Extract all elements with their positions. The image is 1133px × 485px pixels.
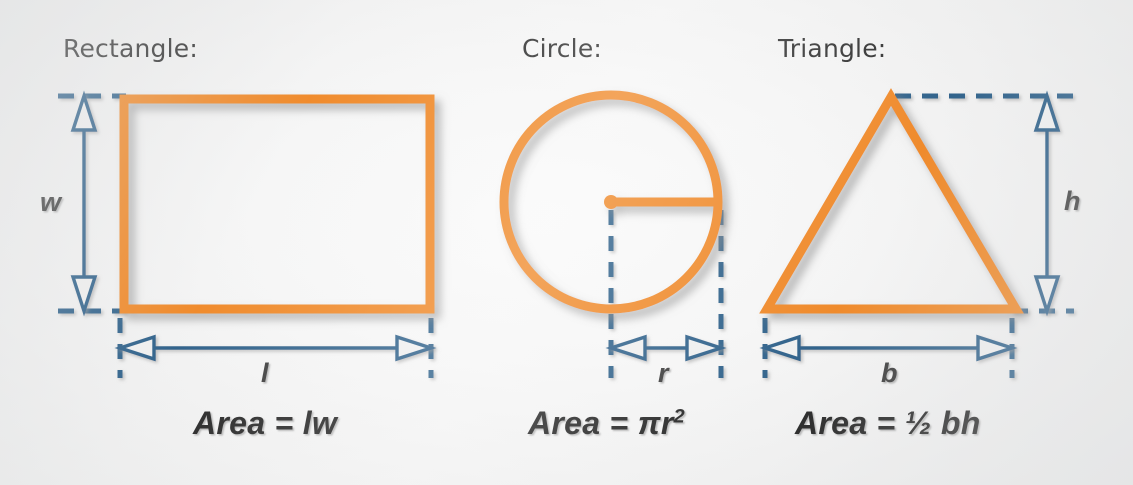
triangle-height-arrow	[1033, 90, 1061, 317]
b-arrowhead-right	[976, 334, 1018, 362]
circle-dimension-guides	[608, 210, 724, 378]
circle-figure	[499, 90, 727, 378]
circle-center-dot	[604, 195, 618, 209]
h-arrowhead-top	[1033, 90, 1061, 132]
circle-shape-group	[499, 90, 723, 314]
w-arrowhead-bottom	[70, 275, 98, 317]
w-arrowhead-top	[70, 90, 98, 132]
rectangle-figure	[58, 90, 437, 378]
l-arrowhead-right	[395, 334, 437, 362]
triangle-shape	[759, 88, 1024, 314]
rectangle-length-arrow	[114, 334, 437, 362]
r-arrowhead-left	[605, 334, 647, 362]
b-arrowhead-left	[759, 334, 801, 362]
l-arrowhead-left	[114, 334, 156, 362]
rectangle-width-arrow	[70, 90, 98, 317]
triangle-figure	[759, 88, 1074, 378]
rectangle-dimension-guides	[58, 93, 434, 378]
rectangle-shape	[119, 94, 435, 314]
r-arrowhead-right	[685, 334, 727, 362]
h-arrowhead-bottom	[1033, 275, 1061, 317]
triangle-base-arrow	[759, 334, 1018, 362]
circle-radius-arrow	[605, 334, 727, 362]
